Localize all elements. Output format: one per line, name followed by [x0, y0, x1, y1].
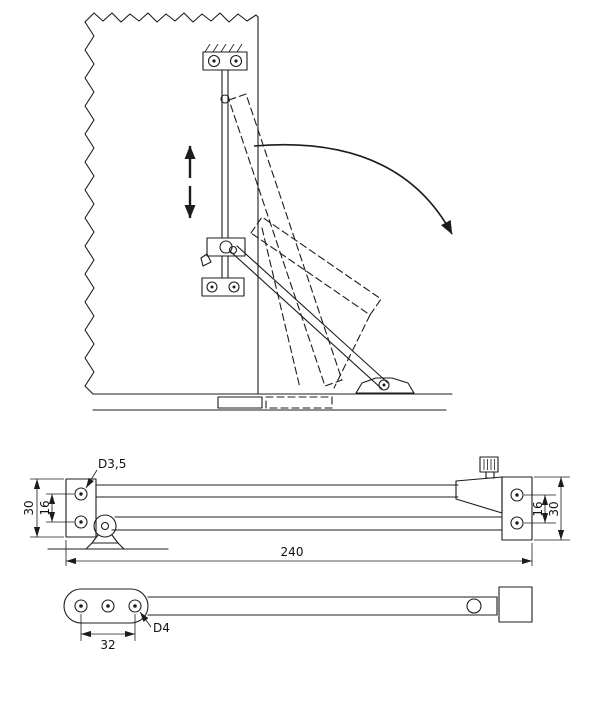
sv-left-hole-bottom-center [79, 520, 83, 524]
slider-body [206, 237, 246, 257]
dim-label-d35: D3,5 [98, 457, 126, 471]
pivot-foot [355, 377, 415, 394]
sv-right-hole-bottom-center [515, 521, 519, 525]
sv-right-plate [501, 476, 533, 541]
dim-leader-d4 [139, 611, 152, 628]
arm-upper-pin [228, 245, 238, 255]
plan-view: 32 D4 [63, 586, 533, 652]
sash-open-positions [228, 93, 382, 389]
sv-right-hole-top-center [515, 493, 519, 497]
sv-thumbscrew-knurl-lines [483, 459, 495, 470]
sv-thumbscrew-knurl [479, 456, 499, 473]
window-bottom-closed [217, 396, 263, 409]
dim-right-30: 30 [534, 476, 570, 541]
sash-position-1 [228, 93, 343, 387]
sv-left-plate [65, 478, 97, 538]
top-bracket-hatch [204, 43, 243, 53]
top-bracket-hole-right [229, 54, 243, 68]
top-bracket-hole-left-center [212, 59, 216, 63]
lower-bracket-hole-left-center [210, 285, 214, 289]
pv-hole-2-center [106, 604, 110, 608]
lower-bracket-hole-right-center [232, 285, 236, 289]
pv-hole-3-center [133, 604, 137, 608]
sash-position-2 [250, 216, 382, 316]
dim-label-left-30: 30 [22, 500, 36, 515]
pv-hole-1 [74, 599, 88, 613]
sv-thumbscrew [479, 456, 499, 479]
side-view: D3,5 30 16 16 30 [22, 456, 570, 566]
pv-hole-1-center [79, 604, 83, 608]
lower-mounting-bracket [201, 277, 245, 297]
dim-32: 32 [80, 614, 136, 652]
sv-arm-pivot-hole [100, 521, 110, 531]
dim-left-30: 30 [22, 478, 64, 538]
foot-pivot-center [382, 383, 386, 387]
pv-hole-2 [101, 599, 115, 613]
slider-assembly [200, 237, 246, 279]
sv-left-hole-top [74, 487, 88, 501]
wall-broken-edge-left [84, 21, 95, 395]
pv-hole-3 [128, 599, 142, 613]
sash-position-1-edge [261, 227, 301, 389]
lower-bracket-hole-left [206, 281, 218, 293]
top-bracket-hole-right-center [234, 59, 238, 63]
lower-bracket-plate [201, 277, 245, 297]
top-bracket-plate [202, 51, 248, 71]
dim-left-16: 16 [38, 493, 74, 523]
dim-label-left-16: 16 [38, 500, 52, 515]
dim-label-240: 240 [281, 545, 304, 559]
dim-label-32: 32 [100, 638, 115, 652]
pv-left-plate [63, 588, 149, 624]
installation-view [84, 12, 453, 411]
pv-end-hole [466, 598, 482, 614]
top-bracket-hole-left [207, 54, 221, 68]
dim-label-right-16: 16 [531, 501, 545, 516]
latch-hook [200, 253, 212, 267]
sv-thumbscrew-stem [485, 471, 495, 479]
sv-right-hole-top [510, 488, 524, 502]
wall-broken-edge-top [84, 12, 259, 23]
sv-right-hole-bottom [510, 516, 524, 530]
sv-arm-pivot-disc [93, 514, 117, 538]
window-bottom-open [265, 396, 333, 409]
pv-end-block [498, 586, 533, 623]
dim-label-right-30: 30 [547, 501, 561, 516]
swing-arc-arrow [253, 143, 453, 235]
sash-position-2-edge [333, 314, 371, 389]
dim-label-d4: D4 [153, 621, 170, 635]
foot-pivot-hole [378, 379, 390, 391]
rod-joint [220, 94, 230, 104]
stay-rod [220, 69, 230, 239]
dim-leader-d35 [85, 469, 98, 489]
sv-left-hole-bottom [74, 515, 88, 529]
dim-right-16: 16 [524, 494, 556, 524]
sv-foot-bracket [85, 542, 125, 550]
sv-left-hole-top-center [79, 492, 83, 496]
dim-240: 240 [65, 540, 533, 566]
lower-bracket-hole-right [228, 281, 240, 293]
foot-bracket [355, 377, 415, 394]
top-mounting-bracket [202, 43, 248, 71]
sv-slider-head [455, 476, 503, 514]
stay-arm [228, 245, 389, 390]
sv-support-arm [47, 514, 503, 550]
